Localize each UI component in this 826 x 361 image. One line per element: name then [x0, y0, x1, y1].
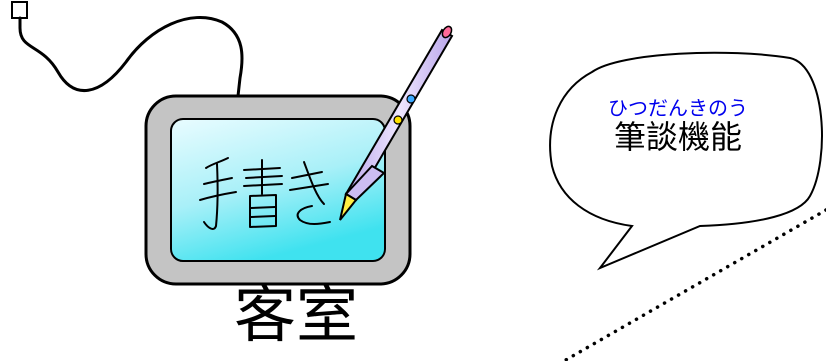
bubble-main-text: 筆談機能: [613, 118, 742, 156]
handwriting-strokes: [199, 157, 331, 230]
tablet-screen: [170, 118, 386, 262]
bubble-reading-text: ひつだんきのう: [608, 96, 748, 120]
plug-connector-icon: [11, 1, 28, 19]
stylus-pen-icon: [339, 25, 454, 221]
tablet-cable: [18, 16, 244, 98]
dotted-connector-line: [562, 208, 826, 361]
speech-bubble: [549, 51, 823, 271]
room-label: 客室: [233, 278, 358, 351]
